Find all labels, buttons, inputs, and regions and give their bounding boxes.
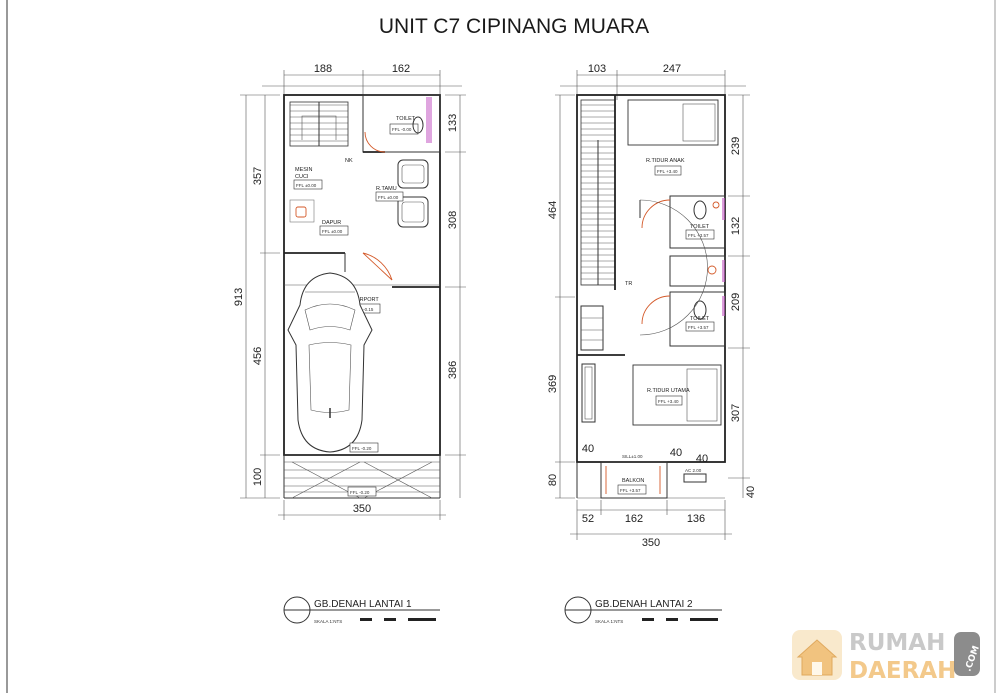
label-balkon: BALKON [622,478,644,484]
plan-lantai-1: 188 162 913 357 456 100 133 308 386 350 [233,63,466,624]
label-mesin-2: CUCI [295,174,309,180]
bed-utama [632,364,722,426]
label-tamu: R.TAMU [376,186,397,192]
label-ac: AC 2.00 [685,468,702,473]
dim2-left-3: 80 [547,474,559,486]
label-nk: NK [345,158,353,164]
dim2-small-2: 40 [670,447,682,459]
dim-right-3: 386 [447,361,459,379]
label-kamar-anak: R.TIDUR ANAK [646,158,685,164]
label-balkon-sill: SILL±1.00 [622,454,643,459]
level-tamu: FFL ±0.00 [378,195,399,200]
dim2-bottom-part-1: 52 [582,513,594,525]
label-tr: TR [625,281,632,287]
dim-left-2: 456 [252,347,264,365]
drawing-title: UNIT C7 CIPINANG MUARA [379,15,649,38]
label-kamar-utama: R.TIDUR UTAMA [647,388,690,394]
label-toilet2-lt2: TOILET [690,316,710,322]
dim-bottom: 350 [353,503,371,515]
dim-top-1: 188 [314,63,332,75]
dim-left-1: 357 [252,167,264,185]
dim2-right-3: 209 [730,293,742,311]
dim2-right-5: 40 [745,486,757,498]
dim2-small-3: 40 [696,453,708,465]
watermark-logo: RUMAH DAERAH .COM [792,630,982,684]
dim-right-2: 308 [447,211,459,229]
scale-lantai-1: SKALA 1:NTS [314,619,342,624]
level-front: FFL -0.20 [350,490,370,495]
level-kamar-anak: FFL +3.40 [657,169,678,174]
label-mesin: MESIN [295,167,312,173]
level-balkon: FFL +3.57 [620,488,641,493]
watermark-daerah: DAERAH [849,658,956,684]
house-icon [792,630,842,680]
level-mesin: FFL ±0.00 [296,183,317,188]
scale-lantai-2: SKALA 1:NTS [595,619,623,624]
label-toilet-lt1: TOILET [396,116,416,122]
caption-lantai-2: GB.DENAH LANTAI 2 [595,599,693,610]
level-kamar-utama: FFL +3.40 [658,399,679,404]
label-dapur: DAPUR [322,220,341,226]
dim2-left-1: 464 [547,201,559,219]
dim2-right-1: 239 [730,137,742,155]
dim2-right-2: 132 [730,217,742,235]
level-toilet-lt1: FFL -0.00 [392,127,412,132]
label-carport: CARPORT [352,297,379,303]
dim2-top-2: 247 [663,63,681,75]
dim-top-2: 162 [392,63,410,75]
dim-right-1: 133 [447,114,459,132]
dim2-bottom-part-3: 136 [687,513,705,525]
level-toilet1-lt2: FFL +3.57 [688,233,709,238]
bed-anak [627,99,719,146]
dim-left-total: 913 [233,288,245,306]
dim2-bottom: 350 [642,537,660,549]
dim-left-3: 100 [252,468,264,486]
dim2-small-1: 40 [582,443,594,455]
dim2-top-1: 103 [588,63,606,75]
dim2-bottom-part-2: 162 [625,513,643,525]
watermark-rumah: RUMAH [849,630,945,656]
level-car: FFL -0.20 [352,446,372,451]
plan-lantai-2: 103 247 464 369 80 239 132 209 307 40 52… [547,63,757,624]
car-icon [287,272,373,453]
level-toilet2-lt2: FFL +3.57 [688,325,709,330]
level-carport: FFL -0.15 [354,307,374,312]
label-toilet1-lt2: TOILET [690,224,710,230]
level-dapur: FFL ±0.00 [322,229,343,234]
caption-lantai-1: GB.DENAH LANTAI 1 [314,599,412,610]
dim2-left-2: 369 [547,375,559,393]
dim2-right-4: 307 [730,404,742,422]
